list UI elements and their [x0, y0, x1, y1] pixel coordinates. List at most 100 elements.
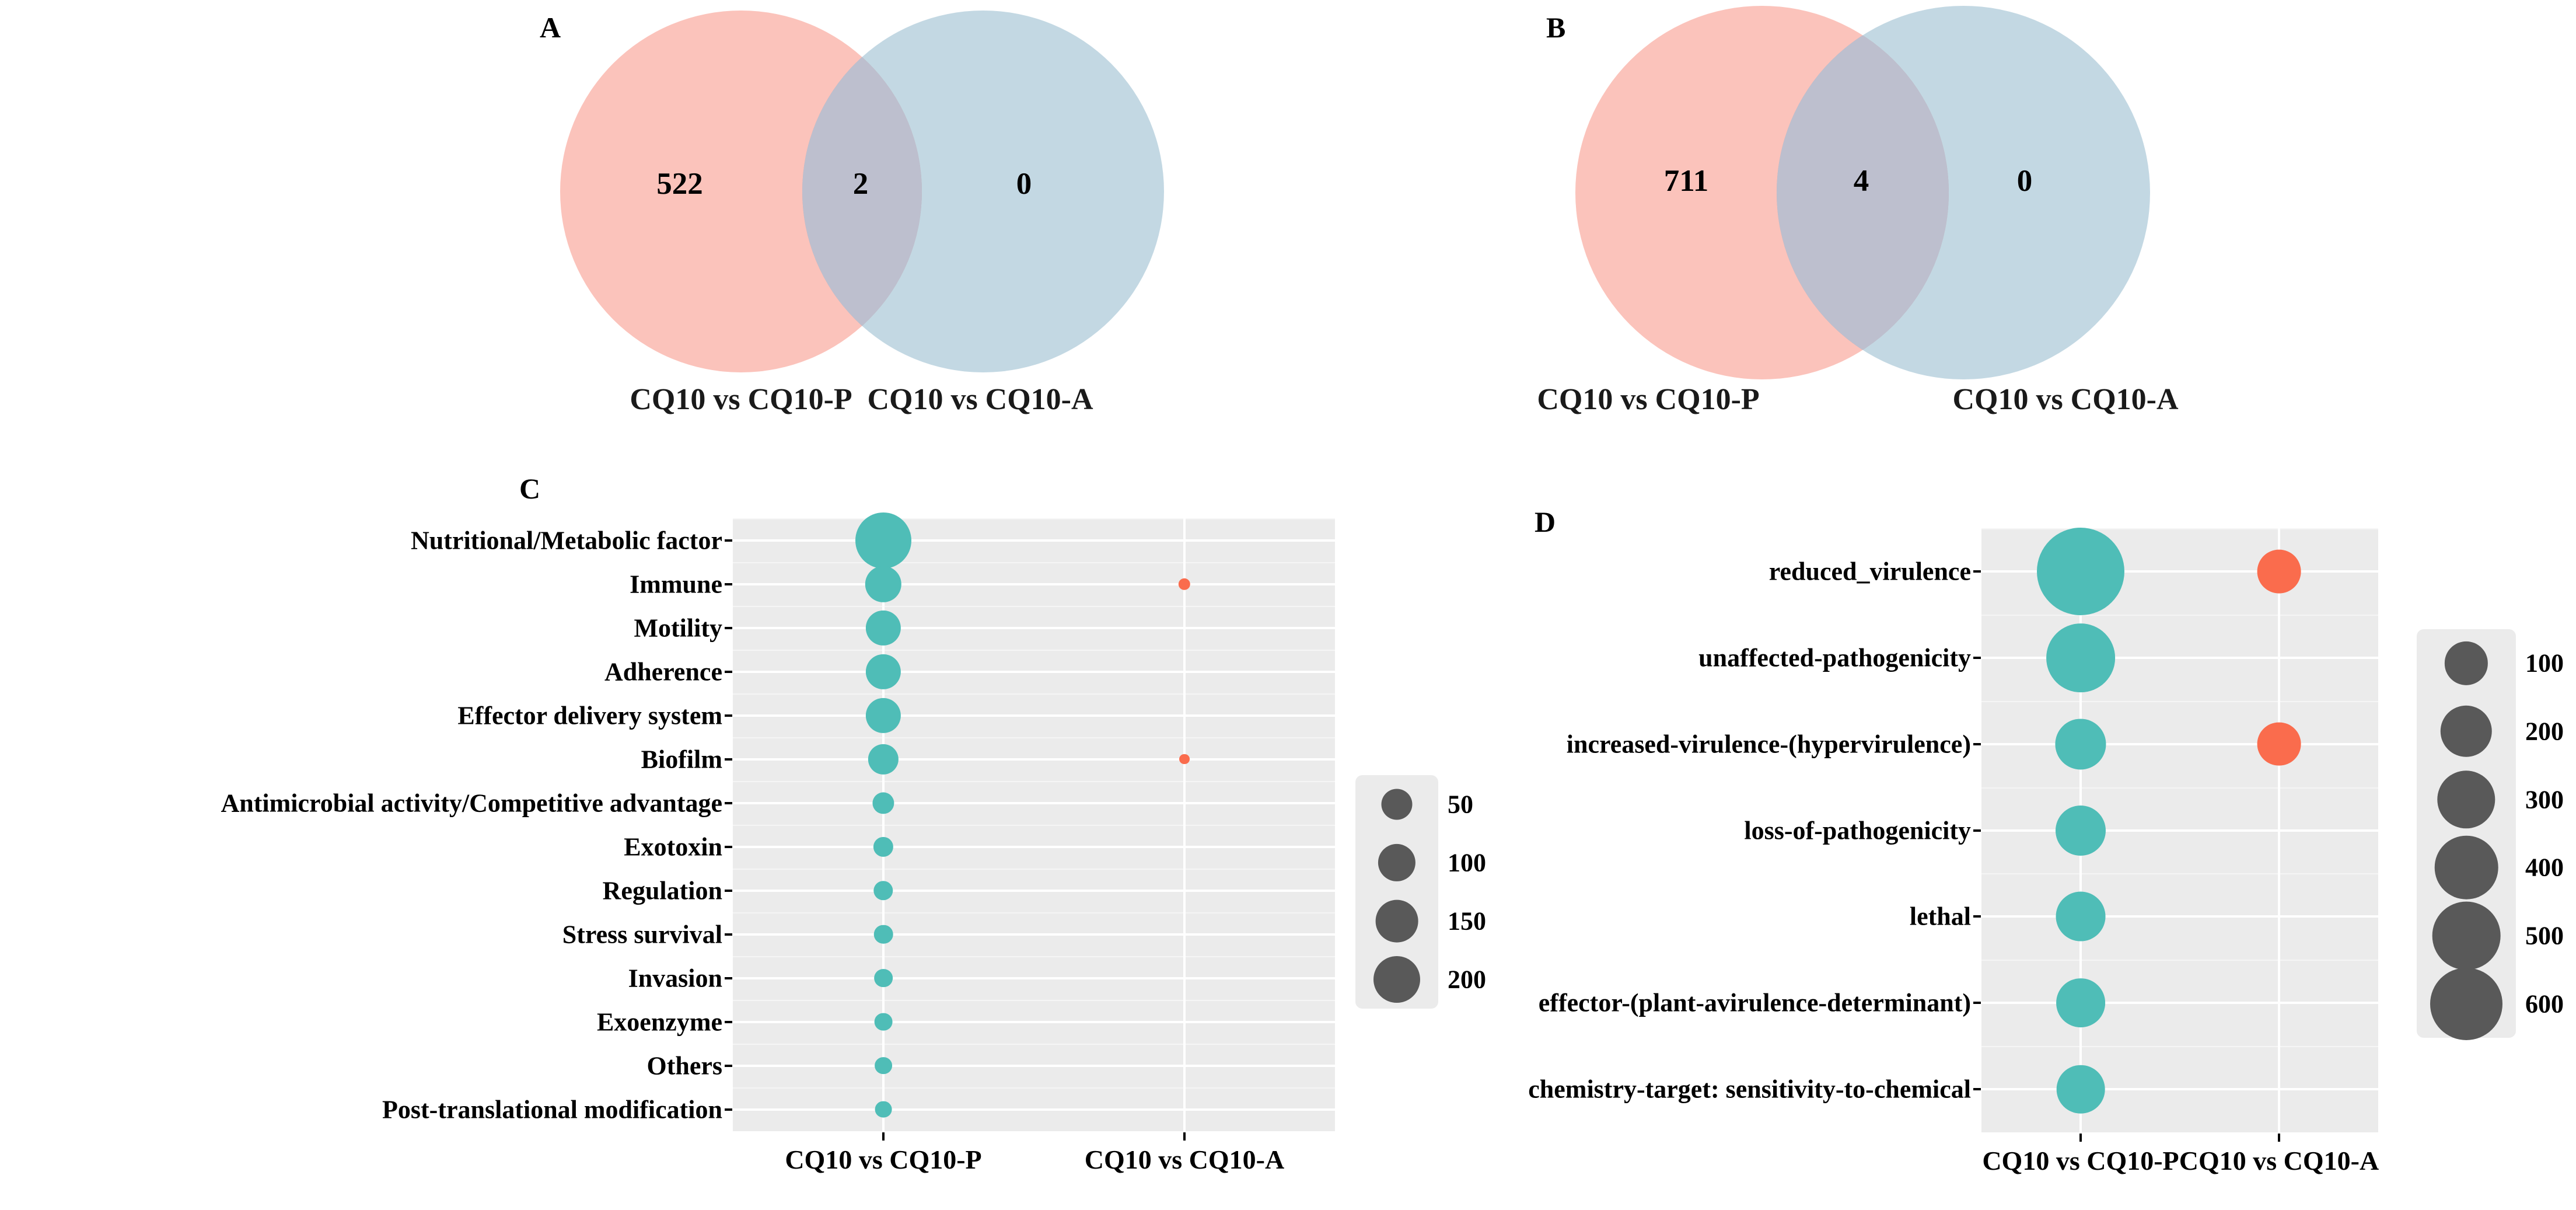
venn-b-intersection-count: 4 [1853, 164, 1869, 198]
gridline-horizontal [733, 539, 1335, 542]
y-axis-label: Antimicrobial activity/Competitive advan… [221, 789, 722, 817]
bubble-point [874, 1013, 893, 1031]
gridline-minor [1981, 1046, 2378, 1048]
y-axis-label: Invasion [628, 964, 722, 992]
venn-a-right-label: CQ10 vs CQ10-A [867, 383, 1093, 416]
gridline-minor [733, 1044, 1335, 1045]
y-axis-label: Exotoxin [624, 832, 722, 861]
bubble-point [2055, 805, 2106, 856]
y-axis-tick [1973, 915, 1981, 918]
legend-size-label: 500 [2525, 921, 2564, 950]
y-axis-label: Biofilm [641, 745, 722, 773]
bubble-point [873, 836, 894, 857]
gridline-horizontal [1981, 656, 2378, 659]
bubble-point [865, 610, 901, 646]
gridline-horizontal [733, 758, 1335, 761]
bubble-point [868, 744, 899, 775]
legend-size-label: 100 [2525, 648, 2564, 678]
gridline-horizontal [733, 1064, 1335, 1067]
gridline-minor [733, 956, 1335, 957]
y-axis-tick [725, 1108, 732, 1111]
gridline-horizontal [733, 977, 1335, 979]
legend-size-label: 200 [2525, 717, 2564, 746]
legend-size-marker [2440, 705, 2493, 758]
gridline-horizontal [1981, 915, 2378, 918]
gridline-horizontal [733, 670, 1335, 673]
gridline-vertical [1183, 518, 1186, 1131]
legend-size-marker [1375, 899, 1418, 943]
x-axis-tick [2079, 1134, 2082, 1142]
gridline-horizontal [733, 845, 1335, 848]
y-axis-tick [725, 889, 732, 892]
y-axis-tick [725, 977, 732, 979]
y-axis-label: effector-(plant-avirulence-determinant) [1538, 988, 1971, 1017]
bubble-point [865, 566, 902, 602]
gridline-horizontal [1981, 1088, 2378, 1091]
bubble-point [874, 968, 893, 988]
x-axis-label: CQ10 vs CQ10-P [785, 1145, 982, 1174]
venn-b-right-label: CQ10 vs CQ10-A [1952, 383, 2179, 416]
gridline-horizontal [733, 583, 1335, 585]
venn-b-left-label: CQ10 vs CQ10-P [1537, 383, 1760, 416]
panel-b-letter: B [1546, 11, 1566, 44]
legend-size-label: 150 [1448, 906, 1486, 936]
legend-size-label: 300 [2525, 785, 2564, 814]
gridline-horizontal [733, 626, 1335, 629]
legend-size-label: 200 [1448, 965, 1486, 994]
panel-d-plot-area [1981, 527, 2378, 1132]
legend-size-label: 100 [1448, 848, 1486, 877]
gridline-horizontal [733, 714, 1335, 717]
gridline-horizontal [733, 933, 1335, 936]
bubble-point [1179, 754, 1190, 765]
y-axis-label: lethal [1909, 902, 1971, 931]
gridline-minor [733, 518, 1335, 519]
y-axis-label: Exoenzyme [596, 1007, 722, 1036]
legend-size-marker [1381, 789, 1413, 820]
y-axis-tick [1973, 570, 1981, 573]
bubble-point [865, 654, 901, 689]
x-axis-label: CQ10 vs CQ10-A [1084, 1145, 1285, 1174]
y-axis-label: Nutritional/Metabolic factor [411, 526, 722, 555]
x-axis-tick [1183, 1132, 1186, 1141]
y-axis-tick [725, 583, 732, 585]
y-axis-label: unaffected-pathogenicity [1698, 643, 1971, 672]
gridline-horizontal [733, 1020, 1335, 1023]
bubble-point [2257, 722, 2301, 766]
x-axis-tick [882, 1132, 885, 1141]
y-axis-tick [725, 626, 732, 629]
y-axis-tick [725, 933, 732, 936]
bubble-point [873, 925, 893, 944]
gridline-minor [733, 650, 1335, 651]
venn-a-intersection-count: 2 [852, 167, 869, 201]
gridline-minor [733, 606, 1335, 607]
gridline-minor [1981, 787, 2378, 789]
gridline-minor [733, 737, 1335, 738]
x-axis-label: CQ10 vs CQ10-A [2179, 1146, 2379, 1176]
gridline-minor [1981, 528, 2378, 529]
y-axis-tick [725, 758, 732, 761]
y-axis-tick [725, 714, 732, 717]
gridline-minor [1981, 614, 2378, 616]
y-axis-tick [1973, 742, 1981, 745]
y-axis-tick [725, 801, 732, 804]
gridline-minor [733, 693, 1335, 695]
bubble-point [2055, 719, 2106, 770]
bubble-point [1178, 578, 1191, 590]
venn-b-right-count: 0 [2016, 164, 2033, 198]
bubble-point [872, 791, 894, 814]
gridline-minor [733, 1000, 1335, 1001]
y-axis-label: Post-translational modification [382, 1095, 722, 1124]
x-axis-label: CQ10 vs CQ10-P [1982, 1146, 2179, 1176]
panel-c-plot-area [733, 512, 1335, 1131]
bubble-point [2257, 549, 2301, 594]
y-axis-label: Others [646, 1051, 722, 1080]
gridline-minor [733, 1087, 1335, 1089]
gridline-vertical [2278, 528, 2280, 1132]
bubble-point [873, 880, 893, 901]
y-axis-label: chemistry-target: sensitivity-to-chemica… [1528, 1075, 1971, 1104]
legend-size-marker [2432, 901, 2501, 970]
venn-a-left-label: CQ10 vs CQ10-P [630, 383, 852, 416]
y-axis-tick [725, 670, 732, 673]
gridline-horizontal [1981, 829, 2378, 832]
gridline-minor [733, 562, 1335, 563]
